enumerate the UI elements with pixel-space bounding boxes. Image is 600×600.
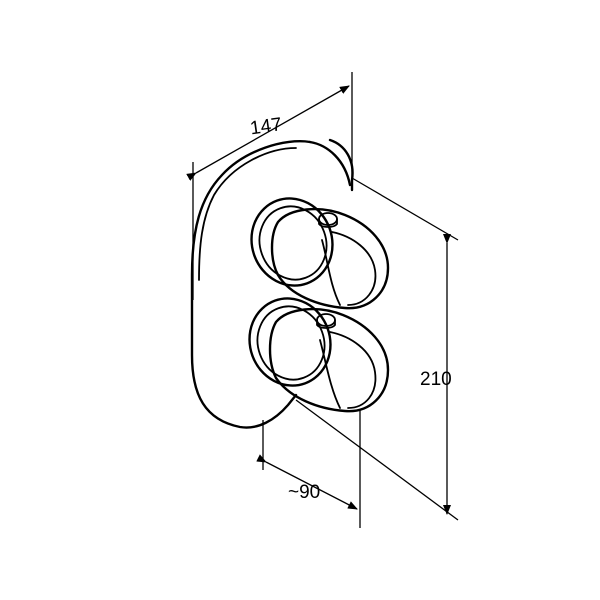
dimension-height: 210 <box>295 177 459 521</box>
escutcheon-plate <box>190 138 354 429</box>
upper-handle <box>250 197 390 310</box>
width-dimension-label: 147 <box>249 114 283 139</box>
height-dimension-label: 210 <box>420 369 452 390</box>
dimension-width: 147 <box>186 72 353 300</box>
lower-handle <box>248 297 390 413</box>
dimension-depth: ~90 <box>256 410 361 528</box>
depth-dimension-label: ~90 <box>288 482 320 503</box>
